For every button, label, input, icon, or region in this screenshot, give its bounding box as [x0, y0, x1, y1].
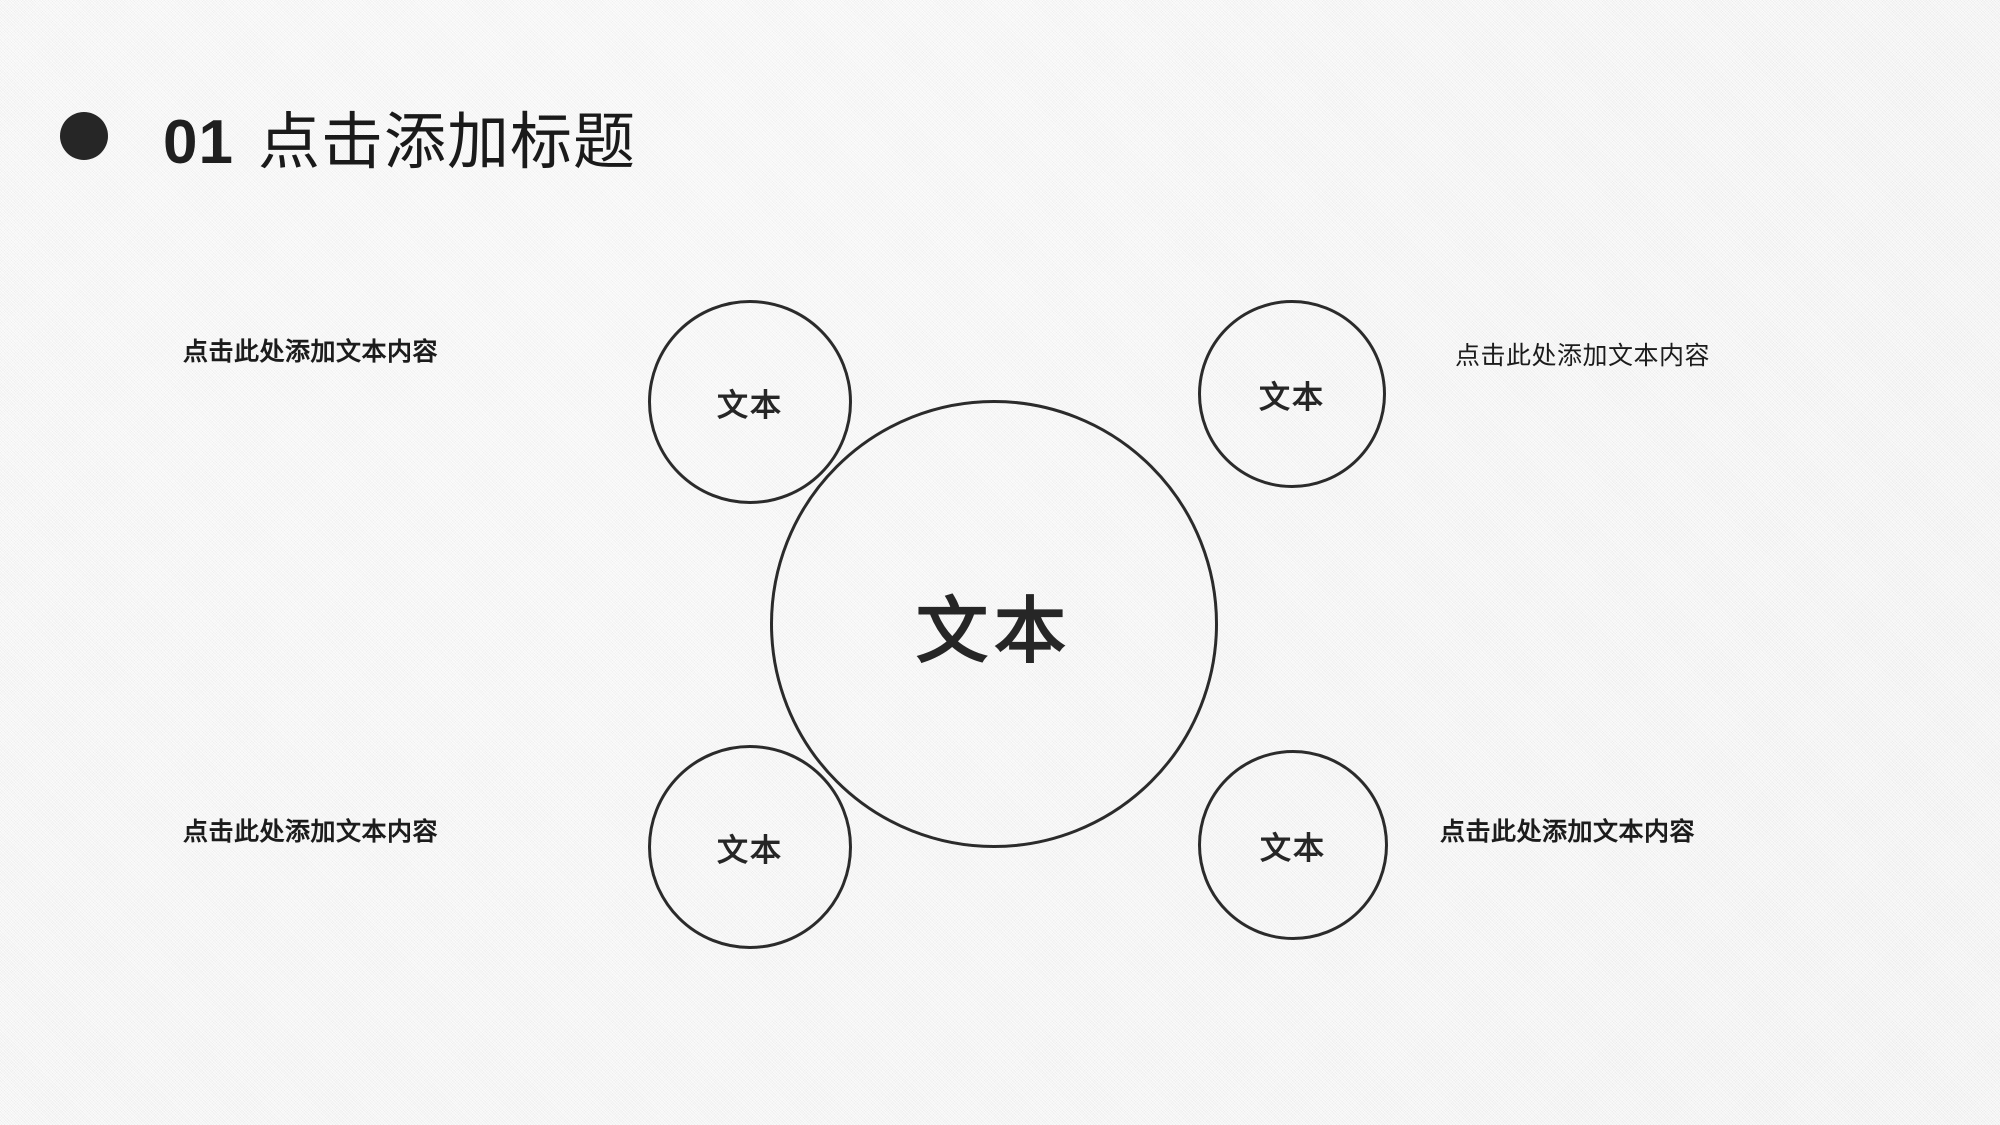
node-circle-bottom-right[interactable]: 文本 — [1198, 750, 1388, 940]
center-circle[interactable]: 文本 — [770, 400, 1218, 848]
node-circle-bottom-right-label: 文本 — [1260, 830, 1326, 866]
title-number: 01 — [163, 108, 234, 177]
page-title: 01 点击添加标题 — [60, 96, 636, 177]
title-text-group: 01 点击添加标题 — [163, 91, 636, 181]
title-heading: 点击添加标题 — [257, 108, 636, 177]
description-bottom-left[interactable]: 点击此处添加文本内容 — [183, 818, 439, 846]
node-circle-top-right-label: 文本 — [1259, 379, 1325, 415]
center-circle-label: 文本 — [915, 591, 1072, 672]
filled-circle-bullet-icon — [60, 112, 108, 160]
node-circle-bottom-left-label: 文本 — [717, 832, 783, 868]
node-circle-top-left[interactable]: 文本 — [648, 300, 852, 504]
description-bottom-right[interactable]: 点击此处添加文本内容 — [1440, 818, 1696, 846]
node-circle-top-right[interactable]: 文本 — [1198, 300, 1386, 488]
description-top-right[interactable]: 点击此处添加文本内容 — [1455, 342, 1711, 370]
description-top-left[interactable]: 点击此处添加文本内容 — [183, 338, 439, 366]
node-circle-bottom-left[interactable]: 文本 — [648, 745, 852, 949]
node-circle-top-left-label: 文本 — [717, 387, 783, 423]
